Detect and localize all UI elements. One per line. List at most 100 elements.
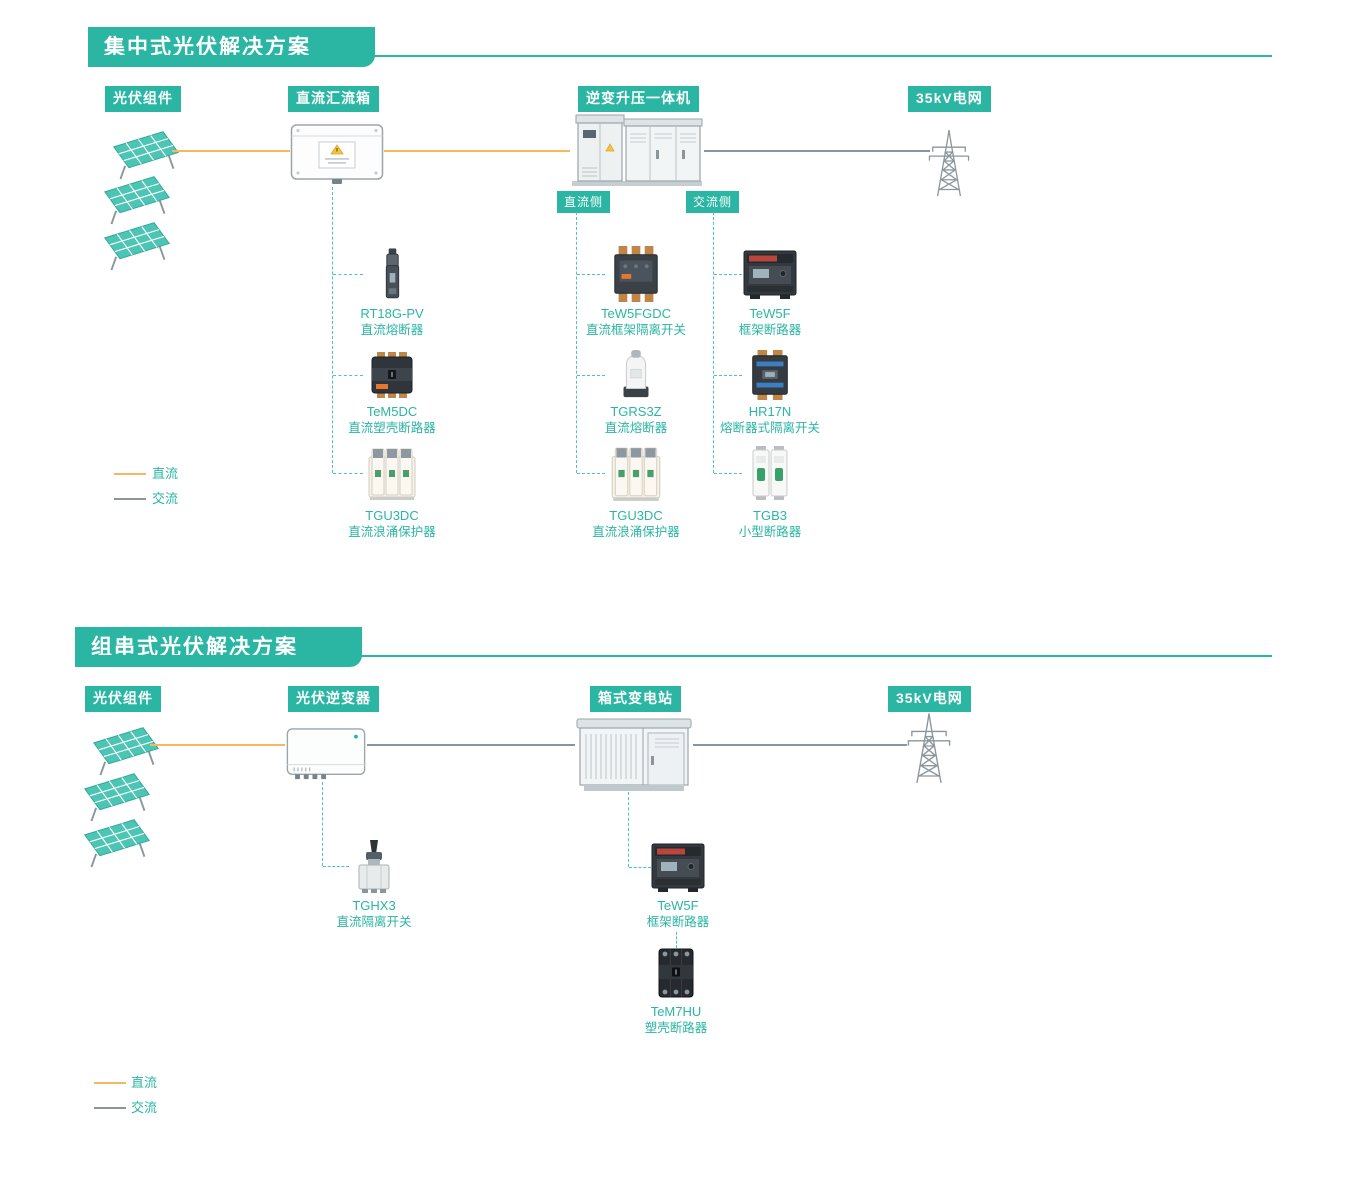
tew5f-product-image: [742, 248, 798, 300]
s2-stage-pv-inverter: 光伏逆变器: [288, 686, 379, 712]
hr17n-product-image: [747, 350, 793, 400]
s1-dashed-branch: [577, 375, 605, 376]
component-desc: 直流浪涌保护器: [348, 525, 436, 539]
section1-title: 集中式光伏解决方案: [88, 27, 375, 67]
s1-legend-dc-label: 直流: [152, 466, 179, 481]
component-rt18g-pv: RT18G-PV 直流熔断器: [337, 246, 447, 338]
tew5fgdc-product-image: [610, 246, 662, 302]
component-desc: 直流熔断器: [360, 323, 424, 337]
component-tew5f: TeW5F 框架断路器: [623, 840, 733, 930]
tew5f-product-image: [650, 841, 706, 893]
component-name: TGB3: [753, 508, 787, 523]
component-desc: 框架断路器: [738, 323, 802, 337]
section2-title: 组串式光伏解决方案: [75, 627, 362, 667]
component-name: HR17N: [748, 404, 792, 419]
s1-dashed-branch: [333, 274, 363, 275]
s1-dashed-connector-col1: [332, 187, 333, 473]
inverter-booster-station-illustration: [570, 110, 704, 188]
s1-dashed-branch: [333, 473, 363, 474]
s1-dashed-branch: [577, 274, 605, 275]
component-name: TGU3DC: [365, 508, 419, 523]
component-name: TeM7HU: [650, 1004, 702, 1019]
s2-ac-line-inverter-to-substation: [367, 744, 575, 746]
component-desc: 塑壳断路器: [644, 1021, 708, 1035]
s2-dashed-connector-inverter: [322, 782, 323, 866]
s2-dc-line-panels-to-inverter: [150, 744, 285, 746]
component-name: TeM5DC: [366, 404, 418, 419]
section1-rule: [88, 55, 1272, 57]
s1-dashed-branch: [577, 473, 605, 474]
component-desc: 直流隔离开关: [336, 915, 412, 929]
component-name: TeW5F: [749, 306, 791, 321]
component-tgb3: TGB3 小型断路器: [715, 442, 825, 540]
component-name: TGU3DC: [609, 508, 663, 523]
s1-dashed-branch: [714, 274, 742, 275]
s2-ac-line-substation-to-grid: [693, 744, 907, 746]
solar-panel-icon: [81, 814, 153, 869]
component-name: TeW5F: [657, 898, 699, 913]
tgb3-product-image: [748, 446, 792, 500]
s1-dashed-connector-col3: [713, 212, 714, 473]
component-desc: 框架断路器: [646, 915, 710, 929]
s2-stage-box-substation: 箱式变电站: [590, 686, 681, 712]
s1-stage-35kv-grid: 35kV电网: [908, 86, 991, 112]
tem7hu-product-image: [654, 947, 698, 999]
s1-legend-ac-line: [114, 498, 146, 500]
component-desc: 熔断器式隔离开关: [719, 421, 820, 435]
s2-dashed-connector-substation: [628, 792, 629, 867]
dc-side-badge: 直流侧: [557, 191, 611, 213]
component-tgu3dc: TGU3DC 直流浪涌保护器: [581, 442, 691, 540]
component-name: TeW5FGDC: [600, 306, 672, 321]
component-desc: 直流熔断器: [604, 421, 668, 435]
component-tem5dc: TeM5DC 直流塑壳断路器: [337, 350, 447, 436]
s1-legend-ac-label: 交流: [152, 491, 179, 506]
s2-dashed-branch: [323, 866, 349, 867]
box-substation-illustration: [575, 714, 693, 794]
component-desc: 小型断路器: [738, 525, 802, 539]
s2-legend-ac-line: [94, 1107, 126, 1109]
component-tgu3dc: TGU3DC 直流浪涌保护器: [337, 442, 447, 540]
component-tew5f: TeW5F 框架断路器: [715, 246, 825, 338]
s1-dc-line-panels-to-combiner: [172, 150, 290, 152]
section2-rule: [75, 655, 1272, 657]
solar-panel-icon: [101, 217, 173, 272]
transmission-tower-icon: [905, 702, 953, 790]
s1-dashed-connector-col2: [576, 212, 577, 473]
component-name: TGHX3: [352, 898, 396, 913]
component-name: RT18G-PV: [360, 306, 424, 321]
s1-legend-dc-line: [114, 473, 146, 475]
tgu3dc-product-image: [609, 442, 663, 504]
dc-combiner-box-illustration: [290, 121, 384, 185]
tem5dc-product-image: [369, 352, 415, 398]
ac-side-badge: 交流侧: [686, 191, 740, 213]
s1-dashed-branch: [714, 375, 742, 376]
s2-legend-dc-line: [94, 1082, 126, 1084]
component-tew5fgdc: TeW5FGDC 直流框架隔离开关: [581, 246, 691, 338]
string-inverter-illustration: [285, 726, 367, 782]
s1-dashed-branch: [714, 473, 742, 474]
transmission-tower-icon: [926, 126, 972, 196]
s1-stage-dc-combiner-box: 直流汇流箱: [288, 86, 379, 112]
s2-legend-dc-label: 直流: [131, 1075, 158, 1090]
tgrs3z-product-image: [614, 350, 658, 400]
s2-dashed-branch: [629, 867, 651, 868]
component-desc: 直流浪涌保护器: [592, 525, 680, 539]
s1-stage-pv-modules: 光伏组件: [105, 86, 181, 112]
rt18g-pv-product-image: [383, 248, 402, 300]
s1-dc-line-combiner-to-inverter: [384, 150, 570, 152]
component-desc: 直流塑壳断路器: [348, 421, 436, 435]
component-tghx3: TGHX3 直流隔离开关: [319, 838, 429, 930]
component-name: TGRS3Z: [610, 404, 662, 419]
component-tgrs3z: TGRS3Z 直流熔断器: [581, 350, 691, 436]
component-tem7hu: TeM7HU 塑壳断路器: [621, 946, 731, 1036]
s2-dashed-connector-breaker-chain: [676, 932, 677, 948]
tgu3dc-product-image: [366, 443, 418, 503]
tghx3-product-image: [353, 839, 395, 893]
s1-stage-inverter-booster: 逆变升压一体机: [578, 86, 699, 112]
s2-stage-pv-modules: 光伏组件: [85, 686, 161, 712]
component-desc: 直流框架隔离开关: [585, 323, 686, 337]
s1-ac-line-inverter-to-grid: [704, 150, 930, 152]
s2-legend-ac-label: 交流: [131, 1100, 158, 1115]
s2-stage-35kv-grid: 35kV电网: [888, 686, 971, 712]
